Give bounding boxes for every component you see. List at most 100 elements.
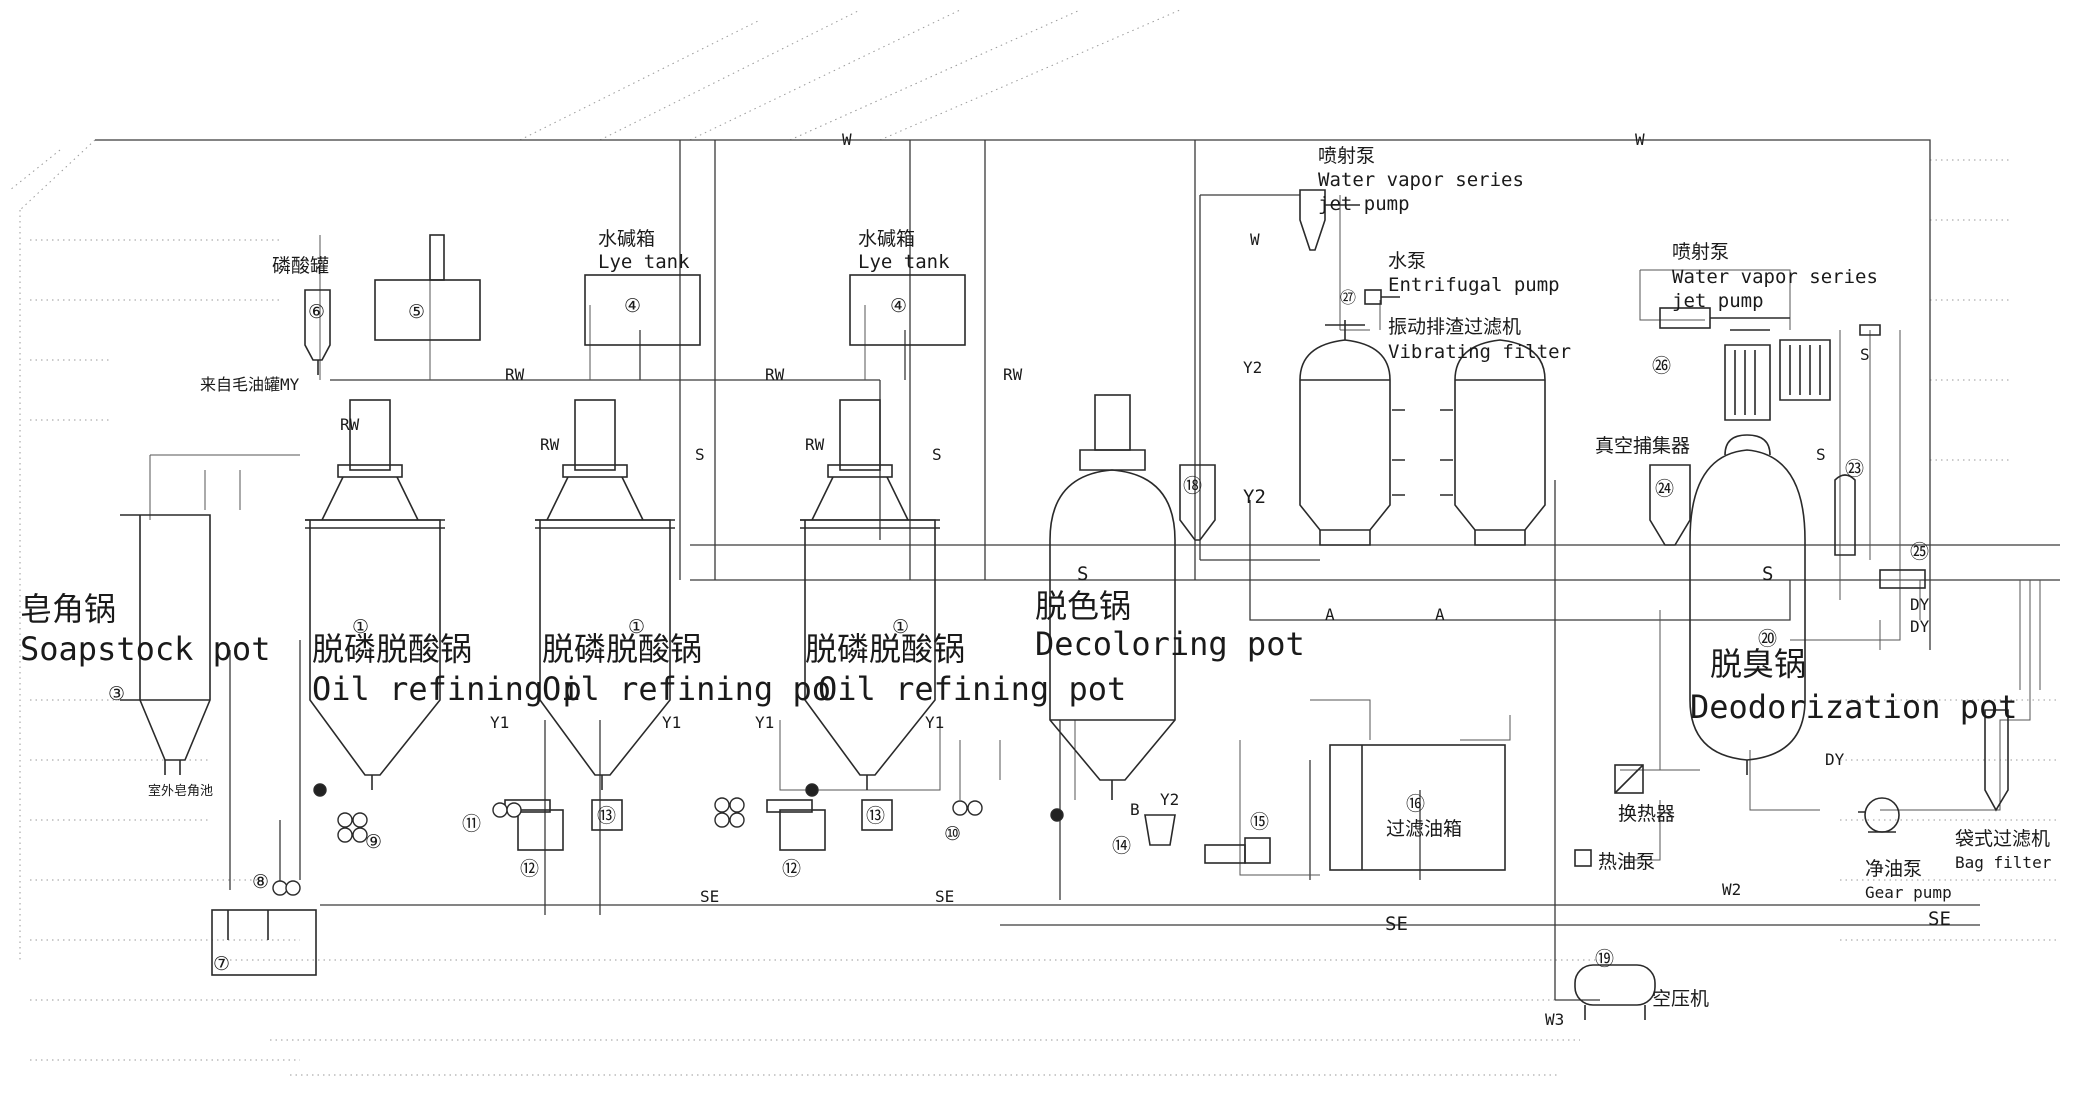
pipe-code-s-decolor: S [1077,563,1088,585]
pipe-code-y1-4: Y1 [925,713,944,732]
pipe-code-se-3: SE [1385,913,1408,935]
pipe-code-w-top-2: W [1635,130,1645,149]
equipment-number-24: ㉔ [1655,478,1674,500]
equipment-number-4a: ④ [624,295,641,317]
jet-pump-2 [1659,307,1881,421]
equipment-number-23: ㉓ [1845,458,1864,480]
equipment-number-15: ⑮ [1250,811,1269,833]
pipe-code-dy-2: DY [1910,617,1930,636]
pipe-code-s-top-right: S [1860,345,1870,364]
pipe-code-w-top-1: W [842,130,852,149]
pipe-code-rw-2: RW [765,365,785,384]
phosphoric-tank-cn: 磷酸罐 [272,255,329,277]
lye-tank-2-en: Lye tank [858,251,950,273]
refining-pot-2-en: Oil refining po [542,670,831,708]
gear-pump-en: Gear pump [1865,883,1952,902]
heat-exchanger [1614,764,1644,794]
pipe-code-y2-low: Y2 [1160,790,1179,809]
vacuum-catcher [1649,464,1691,546]
separator-18 [1179,464,1216,541]
equipment-number-6: ⑥ [308,301,325,323]
pipe-code-rw-v3: RW [805,435,825,454]
jet-pump-2-en-1: Water vapor series [1672,266,1878,288]
equipment-number-20: ⑳ [1758,628,1777,650]
tank-5 [374,234,481,341]
gear-pump [1858,797,1900,833]
tank-25 [1879,569,1926,589]
vibrating-filter-en: Vibrating filter [1388,341,1571,363]
pipe-code-s-2: S [932,445,942,464]
pipe-code-y2-top: Y2 [1243,358,1262,377]
pipe-code-b: B [1130,800,1140,819]
decoloring-pot [1049,394,1176,800]
pipe-code-y2-mid: Y2 [1243,486,1266,508]
background-hatching [9,9,2060,1076]
pipe-code-w3: W3 [1545,1010,1564,1029]
equipment-number-8: ⑧ [252,871,269,893]
filter-oil-tank-cn: 过滤油箱 [1386,818,1462,840]
jet-pump-1-en-1: Water vapor series [1318,169,1524,191]
vacuum-catcher-cn: 真空捕集器 [1595,435,1690,457]
oil-refining-pot-3 [800,399,940,790]
pipe-code-rw-v2: RW [540,435,560,454]
jet-pump-1 [1299,189,1360,251]
equipment-number-13a: ⑬ [597,805,616,827]
hot-oil-pump [1574,849,1592,867]
column-23 [1834,474,1856,556]
pipe-code-w2-1: W2 [1722,880,1741,899]
pipe-code-dy-1: DY [1910,595,1930,614]
equipment-number-14: ⑭ [1112,835,1131,857]
lye-tank-1-en: Lye tank [598,251,690,273]
pipe-code-s-1: S [695,445,705,464]
equipment-number-7: ⑦ [213,953,230,975]
pipe-code-s-deodor: S [1762,563,1773,585]
equipment-number-16: ⑯ [1406,793,1425,815]
outdoor-soap-pool: 室外皂角池 [148,783,213,799]
deodorization-pot-cn: 脱臭锅 [1710,645,1806,683]
equipment-number-12b: ⑫ [782,858,801,880]
oil-refining-pot-1 [305,399,445,790]
water-pump-cn: 水泵 [1388,250,1426,272]
equipment-number-10: ⑩ [944,823,961,845]
pipe-code-w-v: W [1250,230,1260,249]
filter-14 [1144,814,1176,846]
equipment-number-1a: ① [352,616,369,638]
pump-13a [591,799,623,831]
soapstock-pot-en: Soapstock pot [20,630,270,668]
equipment-number-27: ㉗ [1340,288,1356,307]
vibrating-filter-1 [1299,320,1405,546]
jet-pump-1-cn: 喷射泵 [1318,145,1375,167]
decoloring-pot-cn: 脱色锅 [1035,587,1131,625]
pump-15 [1204,837,1271,864]
equipment-number-11: ⑪ [462,813,481,835]
pump-13b [861,799,893,831]
pipe-code-y1-1: Y1 [490,713,509,732]
vibrating-filter-2 [1440,339,1546,546]
heat-exchanger-cn: 换热器 [1618,803,1675,825]
water-pump [1364,289,1400,305]
hot-oil-pump-cn: 热油泵 [1598,851,1655,873]
bag-filter-cn: 袋式过滤机 [1955,828,2050,850]
air-compressor [1574,964,1656,1020]
pipe-code-dy-3: DY [1825,750,1845,769]
refining-pot-1-en: Oil refining p [312,670,582,708]
water-pump-en: Entrifugal pump [1388,274,1560,296]
gear-pump-cn: 净油泵 [1865,858,1922,880]
equipment-number-12a: ⑫ [520,858,539,880]
deodorization-pot-en: Deodorization pot [1690,688,2018,726]
refining-pot-3-en: Oil refining pot [818,670,1126,708]
refining-pot-2-cn: 脱磷脱酸锅 [542,630,702,668]
soapstock-pot-cn: 皂角锅 [20,590,116,628]
soapstock-pot [120,514,211,775]
pipe-code-se-4: SE [1928,908,1951,930]
vibrating-filter-cn: 振动排渣过滤机 [1388,316,1521,338]
pipe-code-rw-1: RW [505,365,525,384]
pump-12b [766,799,826,851]
pipe-code-se-2: SE [935,887,954,906]
equipment-number-4b: ④ [890,295,907,317]
equipment-number-3: ③ [108,683,125,705]
filter-oil-tank [1329,744,1506,871]
equipment-number-26: ㉖ [1652,355,1671,377]
jet-pump-2-cn: 喷射泵 [1672,241,1729,263]
pipe-code-rw-v1: RW [340,415,360,434]
